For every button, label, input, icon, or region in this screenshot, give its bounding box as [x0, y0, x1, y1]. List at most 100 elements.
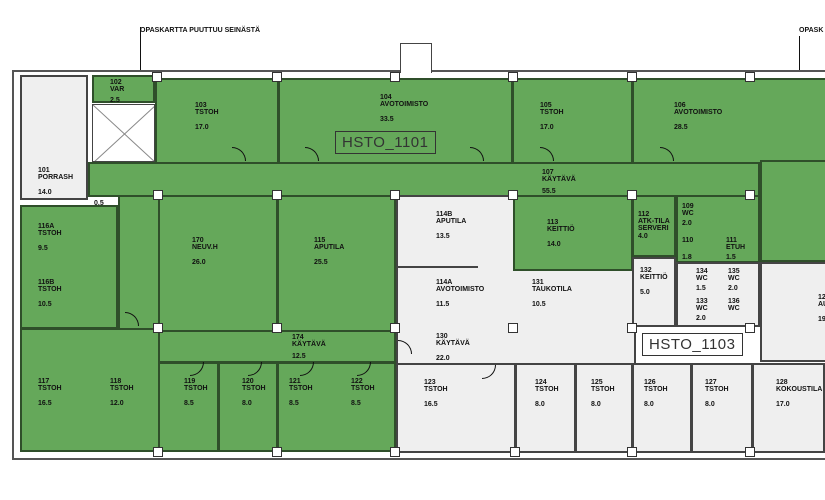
room-label-text: 11.5 — [436, 301, 450, 308]
room-label-text: 1.8 — [682, 254, 692, 261]
entrance-bay — [400, 43, 432, 73]
room-label-text: TSTOH — [195, 109, 219, 116]
pillar — [510, 447, 520, 457]
pillar — [153, 190, 163, 200]
room-label-text: 101 — [38, 167, 50, 174]
room-label-text: WC — [696, 275, 708, 282]
pillar — [745, 447, 755, 457]
room-label-text: 134 — [696, 268, 708, 275]
pillar — [390, 447, 400, 457]
pillar — [627, 323, 637, 333]
room-label-text: TSTOH — [540, 109, 564, 116]
room-label: 12AU19 — [818, 294, 825, 323]
room-label-text: AVOTOIMISTO — [436, 286, 485, 293]
room-label-text: 111 — [726, 237, 737, 244]
room-label-text: 103 — [195, 102, 207, 109]
pillar — [153, 447, 163, 457]
room-label-text: 102 — [110, 79, 122, 86]
annotation-right: OPASK — [799, 27, 824, 34]
room-label-text: 5.0 — [640, 289, 650, 296]
room-label-text: 16.5 — [38, 400, 52, 407]
room-label-text: 122 — [351, 378, 363, 385]
room-label-text: APUTILA — [314, 244, 345, 251]
room-label-text: 8.5 — [184, 400, 194, 407]
room-label-text: 19 — [818, 316, 825, 323]
pillar — [627, 447, 637, 457]
room-106-extension — [760, 160, 825, 262]
room-label-text: 112 — [638, 211, 650, 218]
pillar — [390, 72, 400, 82]
room-label-text: TAUKOTILA — [532, 286, 572, 293]
room-label-text: 10.5 — [38, 301, 52, 308]
room-label-text: 17.0 — [540, 124, 554, 131]
room-label-text: 55.5 — [542, 188, 556, 195]
room-label-text: TSTOH — [38, 230, 62, 237]
room-12x[interactable]: 12AU19 — [760, 262, 825, 362]
room-label-text: 106 — [674, 102, 686, 109]
room-label-text: 132 — [640, 267, 652, 274]
room-label-text: 174 — [292, 334, 304, 341]
room-label-text: APUTILA — [436, 218, 467, 225]
room-label-text: TSTOH — [38, 286, 62, 293]
room-label-text: 2.0 — [682, 220, 692, 227]
pillar — [272, 323, 282, 333]
elevator-shaft — [92, 104, 155, 162]
room-label-text: 121 — [289, 378, 301, 385]
pillar — [390, 190, 400, 200]
room-label-text: KEITTIÖ — [547, 226, 575, 233]
room-label-text: VAR — [110, 86, 125, 93]
room-label-text: 131 — [532, 279, 544, 286]
room-label-small-area: 0.5 — [94, 200, 104, 207]
room-label-text: 8.0 — [644, 401, 654, 408]
room-label-text: 8.0 — [242, 400, 252, 407]
partition-wall — [396, 266, 478, 268]
pillar — [508, 72, 518, 82]
room-label-text: KOKOUSTILA — [776, 386, 823, 393]
room-label-text: NEUV.H — [192, 244, 218, 251]
annotation-missing-map: OPASKARTTA PUUTTUU SEINÄSTÄ — [140, 27, 261, 34]
room-label-text: 114A — [436, 279, 453, 286]
room-label-text: 120 — [242, 378, 254, 385]
room-label-text: 8.0 — [591, 401, 601, 408]
room-label-text: 10.5 — [532, 301, 546, 308]
room-label-text: 127 — [705, 379, 717, 386]
pillar — [390, 323, 400, 333]
room-label-text: TSTOH — [351, 385, 375, 392]
room-label-text: 116B — [38, 279, 55, 286]
room-label-text: 126 — [644, 379, 656, 386]
shaft-cross-icon — [93, 105, 154, 161]
